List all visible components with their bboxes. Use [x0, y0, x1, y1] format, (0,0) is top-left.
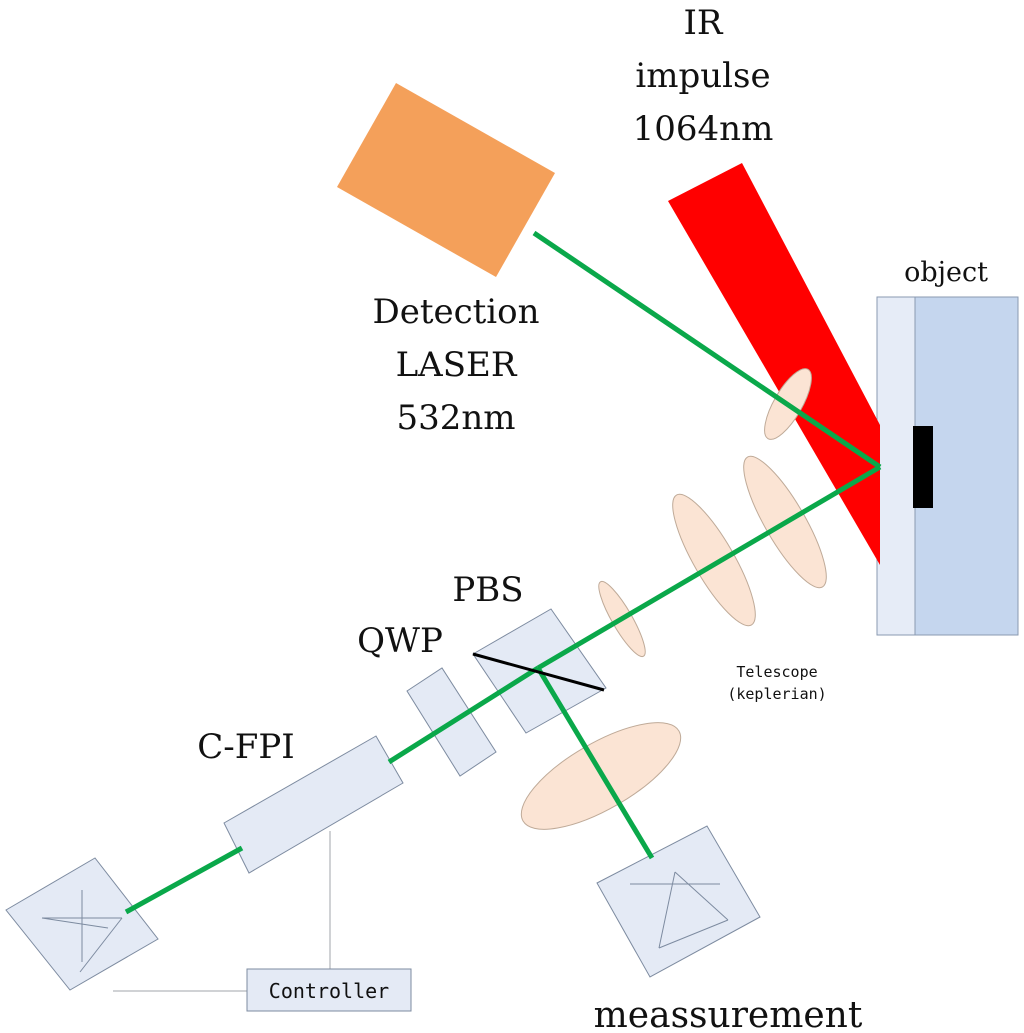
ir-impulse-beam — [668, 163, 880, 565]
photodetector-measurement — [596, 825, 761, 978]
qwp-label: QWP — [357, 621, 443, 661]
ir-label-line1: IR — [683, 3, 723, 43]
measurement-label: meassurement — [594, 995, 863, 1033]
controller-label: Controller — [269, 979, 389, 1003]
photodetector-measurement-box — [596, 825, 761, 978]
beam-incident — [532, 230, 882, 470]
photodiode-symbol-left — [41, 890, 123, 973]
beam-reflected — [536, 464, 882, 671]
ir-label-line3: 1064nm — [633, 109, 774, 149]
photodiode-symbol-measurement — [630, 871, 729, 949]
controller-wiring — [113, 831, 331, 992]
telescope-label-line2: (keplerian) — [727, 685, 826, 703]
target-spot — [913, 426, 933, 508]
beam-to-detector-left — [124, 845, 244, 915]
beam-to-cfpi — [387, 665, 540, 765]
detection-laser-source — [337, 83, 555, 277]
detection-label-line3: 532nm — [396, 398, 515, 438]
detection-label-line1: Detection — [372, 292, 539, 332]
lens-keplerian-1 — [672, 493, 756, 627]
telescope-label-line1: Telescope — [736, 663, 817, 681]
object-front-layer — [876, 296, 916, 636]
beam-to-measurement — [535, 666, 655, 860]
controller-box — [246, 968, 412, 1012]
detection-beam-path — [124, 230, 882, 915]
object — [876, 296, 1019, 636]
object-label: object — [904, 257, 988, 288]
pbs-split-surface — [472, 652, 605, 692]
cfpi-cavity — [223, 735, 404, 874]
pbs-label: PBS — [452, 570, 523, 610]
photodetector-left — [5, 857, 159, 991]
cfpi-label: C-FPI — [197, 727, 294, 767]
detection-label-line2: LASER — [396, 345, 518, 385]
ir-label-line2: impulse — [635, 56, 770, 96]
